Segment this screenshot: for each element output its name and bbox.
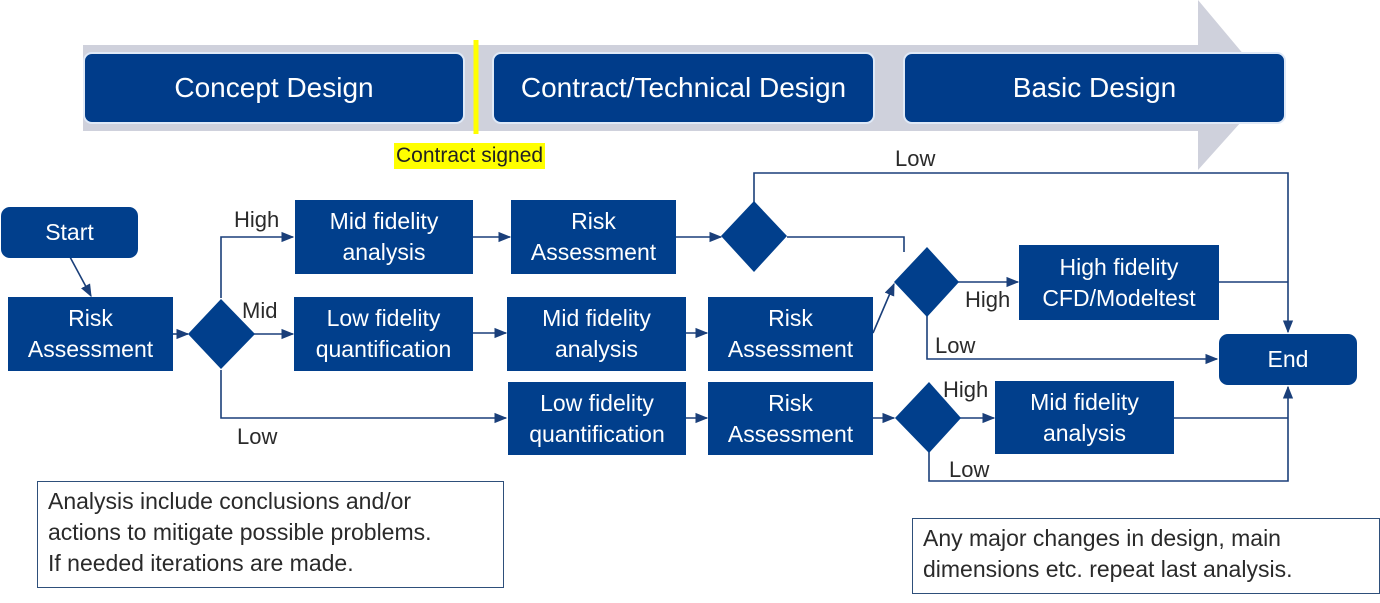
node-label: Mid fidelity bbox=[329, 208, 439, 234]
node-label: analysis bbox=[1042, 419, 1127, 446]
edge-d2-d3 bbox=[787, 236, 905, 252]
mid-fidelity-analysis-top[interactable]: Mid fidelity analysis bbox=[295, 200, 473, 274]
edge-d3-low bbox=[926, 316, 1219, 365]
edge-d1-high bbox=[220, 231, 295, 298]
note-line: actions to mitigate possible problems. bbox=[48, 519, 432, 545]
node-label: Mid fidelity bbox=[542, 305, 651, 331]
node-label: Risk bbox=[571, 208, 616, 234]
node-label: analysis bbox=[554, 336, 639, 362]
node-label: Assessment bbox=[530, 239, 657, 265]
node-label: Assessment bbox=[727, 420, 854, 447]
note-line: Analysis include conclusions and/or bbox=[48, 488, 412, 514]
low-fidelity-quantification-mid[interactable]: Low fidelity quantification bbox=[294, 297, 473, 371]
milestone-label: Contract signed bbox=[394, 143, 546, 169]
edge-label-d1-high: High bbox=[234, 207, 280, 232]
mid-fidelity-analysis-low[interactable]: Mid fidelity analysis bbox=[995, 381, 1174, 454]
mid-fidelity-analysis-mid[interactable]: Mid fidelity analysis bbox=[507, 297, 686, 371]
edge-label-d4-low: Low bbox=[949, 457, 990, 482]
node-label: quantification bbox=[315, 336, 452, 362]
decision-diamond-4[interactable] bbox=[895, 382, 961, 453]
node-label: Risk bbox=[68, 305, 113, 331]
node-label: CFD/Modeltest bbox=[1042, 284, 1196, 311]
node-label: Assessment bbox=[27, 336, 154, 362]
node-label: analysis bbox=[342, 239, 426, 265]
phase-label: Basic Design bbox=[1012, 72, 1177, 103]
phase-concept-design[interactable]: Concept Design bbox=[83, 52, 465, 124]
node-label: Risk bbox=[768, 305, 813, 331]
node-label: End bbox=[1267, 346, 1309, 372]
phase-label: Concept Design bbox=[174, 72, 374, 103]
node-label: Start bbox=[45, 219, 94, 245]
edge-label-d1-mid: Mid bbox=[242, 298, 278, 323]
start-node[interactable]: Start bbox=[1, 207, 138, 258]
edge-label-d3-low: Low bbox=[935, 333, 976, 358]
edge-label-d1-low: Low bbox=[237, 424, 278, 449]
low-fidelity-quantification-low[interactable]: Low fidelity quantification bbox=[508, 382, 686, 455]
edge-label-d4-high: High bbox=[943, 377, 989, 402]
note-line: dimensions etc. repeat last analysis. bbox=[923, 556, 1293, 582]
edge-d4-low bbox=[928, 385, 1294, 482]
note-line: Any major changes in design, main bbox=[923, 525, 1281, 551]
node-label: Low fidelity bbox=[326, 305, 441, 331]
note-major-changes: Any major changes in design, main dimens… bbox=[912, 518, 1380, 594]
edge-label-d3-high: High bbox=[965, 287, 1011, 312]
node-label: quantification bbox=[529, 420, 665, 447]
decision-diamond-1[interactable] bbox=[188, 299, 255, 369]
edge-d2-low bbox=[753, 172, 1294, 334]
edge-d1-low bbox=[220, 370, 508, 424]
edge-label-d2-low: Low bbox=[895, 146, 936, 171]
phase-label: Contract/Technical Design bbox=[520, 72, 847, 103]
node-label: Low fidelity bbox=[540, 389, 654, 416]
edge-start-risk bbox=[69, 256, 92, 298]
node-label: High fidelity bbox=[1059, 253, 1179, 280]
note-line: If needed iterations are made. bbox=[48, 550, 354, 576]
decision-diamond-2[interactable] bbox=[721, 201, 787, 272]
node-label: Assessment bbox=[727, 336, 854, 362]
decision-diamond-3[interactable] bbox=[894, 247, 959, 317]
phase-contract-technical-design[interactable]: Contract/Technical Design bbox=[492, 52, 875, 124]
end-node[interactable]: End bbox=[1219, 334, 1357, 385]
note-analysis-conclusions: Analysis include conclusions and/or acti… bbox=[37, 481, 504, 588]
edge-risk-mid-d3 bbox=[872, 282, 895, 334]
node-label: Mid fidelity bbox=[1030, 388, 1139, 415]
node-label: Risk bbox=[768, 389, 813, 416]
phase-basic-design[interactable]: Basic Design bbox=[903, 52, 1286, 124]
